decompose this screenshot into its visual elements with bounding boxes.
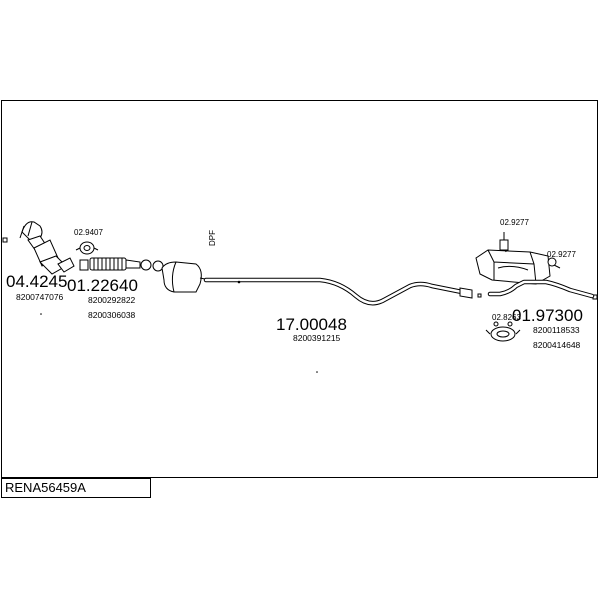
catalyst-oem-1: 8200747076 (16, 292, 64, 302)
clamp-rear-part (485, 321, 521, 342)
rear-silencer-part (475, 243, 595, 299)
rubber-mount-b-number: 02.9277 (547, 250, 576, 259)
flex-pipe-oem-2: 8200306038 (88, 310, 136, 320)
edge-marker-left (2, 237, 8, 243)
diagram-frame (1, 100, 598, 478)
gasket-front-number: 02.9407 (74, 228, 103, 237)
rear-silencer-oem-2: 8200414648 (533, 340, 581, 350)
middle-pipe-part (203, 277, 473, 306)
dpf-part (161, 261, 211, 293)
middle-pipe-number: 17.00048 (276, 315, 347, 334)
flex-pipe-part (79, 257, 164, 272)
catalyst-part (19, 221, 75, 275)
rubber-mount-a-number: 02.9277 (500, 218, 529, 227)
diagram-code: RENA56459A (1, 478, 151, 498)
flex-pipe-oem-1: 8200292822 (88, 295, 136, 305)
dpf-label: DPF (208, 230, 217, 246)
clamp-rear-number: 02.8263 (492, 313, 521, 322)
rubber-mount-a-part (499, 232, 509, 251)
gasket-front-part (75, 241, 99, 255)
rear-silencer-oem-1: 8200118533 (533, 325, 580, 335)
catalyst-number: 04.4245 (6, 272, 68, 291)
rear-silencer-number: 01.97300 (512, 306, 583, 325)
middle-pipe-oem-1: 8200391215 (293, 333, 341, 343)
marker-dot (477, 293, 482, 298)
flex-pipe-number: 01.22640 (67, 276, 138, 295)
